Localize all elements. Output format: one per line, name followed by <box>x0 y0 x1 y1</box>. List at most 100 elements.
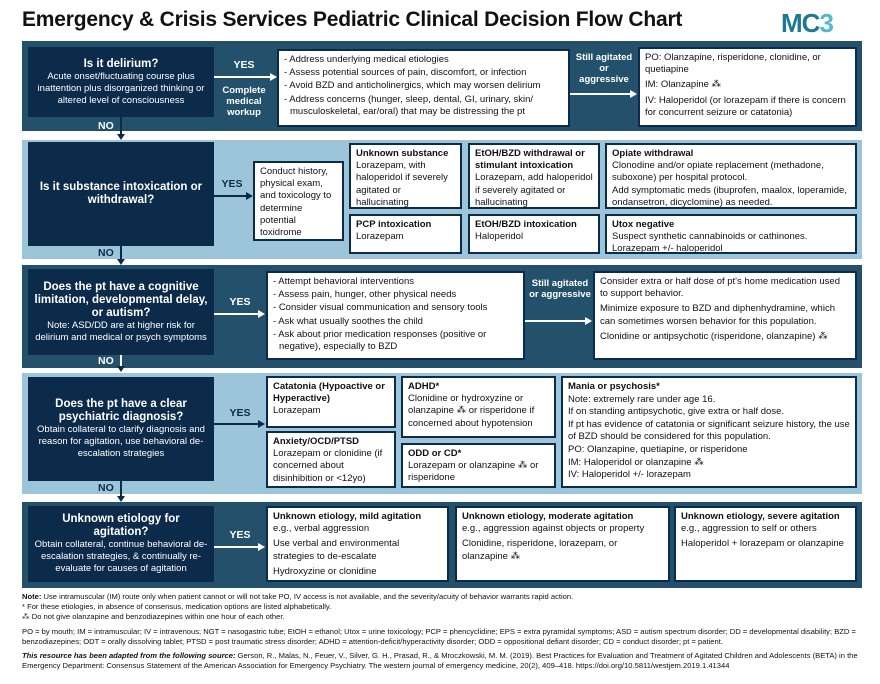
box-text: Lorazepam +/- haloperidol <box>612 243 723 255</box>
arrow-head <box>270 73 277 81</box>
question-desc: Obtain collateral, continue behavioral d… <box>34 539 208 574</box>
bullet: Assess pain, hunger, other physical need… <box>273 289 518 301</box>
question-title: Does the pt have a cognitive limitation,… <box>34 280 208 319</box>
utox-negative-box: Utox negative Suspect synthetic cannabin… <box>605 214 857 254</box>
etoh-intoxication-box: EtOH/BZD intoxication Haloperidol <box>468 214 600 254</box>
med-text: Minimize exposure to BZD and diphenhydra… <box>600 303 835 327</box>
box-text: e.g., aggression against objects or prop… <box>462 523 645 535</box>
question-title: Is it delirium? <box>83 57 159 70</box>
box-heading: EtOH/BZD withdrawal or stimulant intoxic… <box>475 148 585 172</box>
box-text: Add symptomatic meds (ibuprofen, maalox,… <box>612 184 847 208</box>
box-text: PO: Olanzapine, quetiapine, or risperido… <box>568 443 748 455</box>
bullet: Consider visual communication and sensor… <box>273 302 518 314</box>
adhd-box: ADHD* Clonidine or hydroxyzine or olanza… <box>401 376 556 438</box>
arrow-line <box>214 423 260 425</box>
box-heading: Unknown etiology, mild agitation <box>273 511 422 522</box>
arrow-line <box>525 320 587 322</box>
box-heading: ADHD* <box>408 381 440 392</box>
page-title: Emergency & Crisis Services Pediatric Cl… <box>22 8 683 31</box>
behavioral-interventions: Attempt behavioral interventions Assess … <box>266 271 525 360</box>
box-text: If pt has evidence of catatonia or signi… <box>568 418 850 443</box>
mc3-logo: MC3 <box>781 8 834 39</box>
box-text: IM: Haloperidol or olanzapine ⁂ <box>568 456 704 468</box>
arrow-head <box>258 543 265 551</box>
bullet: Ask about prior medication responses (po… <box>273 329 518 353</box>
arrow-head <box>630 90 637 98</box>
box-heading: Anxiety/OCD/PTSD <box>273 436 360 447</box>
bullet: Ask what usually soothes the child <box>273 316 518 328</box>
box-text: Clonodine and/or opiate replacement (met… <box>612 160 824 184</box>
note-label: Note: <box>22 592 42 601</box>
source-text: Gerson, R., Malas, N., Feuer, V., Silver… <box>22 651 858 671</box>
yes-label: YES <box>233 59 255 71</box>
arrow-line <box>570 93 632 95</box>
yes-label: YES <box>229 407 251 419</box>
box-heading: Unknown substance <box>356 148 449 159</box>
box-heading: Mania or psychosis* <box>568 381 660 392</box>
med-iv: IV: Haloperidol (or lorazepam if there i… <box>645 94 846 118</box>
arrow-head <box>585 317 592 325</box>
yes-label: YES <box>229 529 251 541</box>
question-delirium: Is it delirium? Acute onset/fluctuating … <box>28 47 214 117</box>
logo-text: MC <box>781 8 820 38</box>
delirium-meds: PO: Olanzapine, risperidone, clonidine, … <box>638 47 857 127</box>
workup-label: Complete medical workup <box>222 85 266 118</box>
arrow-head <box>117 259 125 265</box>
box-text: Lorazepam or clonidine (if concerned abo… <box>273 448 383 484</box>
bullet: Address concerns (hunger, sleep, dental,… <box>284 94 563 118</box>
unknown-substance-box: Unknown substance Lorazepam, with halope… <box>349 143 462 209</box>
delirium-actions: Address underlying medical etiologies As… <box>277 49 570 127</box>
no-label: NO <box>98 355 114 367</box>
question-title: Does the pt have a clear psychiatric dia… <box>55 398 187 423</box>
question-cognitive: Does the pt have a cognitive limitation,… <box>28 269 214 355</box>
arrow-line <box>214 546 260 548</box>
box-text: Lorazepam <box>273 405 321 417</box>
note-text: Use intramuscular (IM) route only when p… <box>43 592 574 601</box>
box-text: Hydroxyzine or clonidine <box>273 565 377 577</box>
arrow-head <box>258 420 265 428</box>
med-im: IM: Olanzapine ⁂ <box>645 79 722 91</box>
anxiety-box: Anxiety/OCD/PTSD Lorazepam or clonidine … <box>266 431 396 488</box>
box-text: e.g., aggression to self or others <box>681 523 817 535</box>
question-psychiatric: Does the pt have a clear psychiatric dia… <box>28 377 214 481</box>
mild-agitation-box: Unknown etiology, mild agitation e.g., v… <box>266 506 449 582</box>
question-desc: Obtain collateral to clarify diagnosis a… <box>37 424 205 459</box>
arrow-head <box>117 496 125 502</box>
med-text: Consider extra or half dose of pt's home… <box>600 276 840 300</box>
box-text: Lorazepam or olanzapine ⁂ or risperidone <box>408 460 539 484</box>
question-title: Unknown etiology for agitation? <box>62 513 180 538</box>
source-label: This resource has been adapted from the … <box>22 651 236 661</box>
question-title: Is it substance intoxication or withdraw… <box>39 181 203 206</box>
cognitive-meds: Consider extra or half dose of pt's home… <box>593 271 857 360</box>
logo-number: 3 <box>819 8 834 38</box>
arrow-line <box>120 355 122 368</box>
yes-label: YES <box>229 296 251 308</box>
med-text: Clonidine or antipsychotic (risperidone,… <box>600 330 828 342</box>
bullet: Attempt behavioral interventions <box>273 276 518 288</box>
box-text: e.g., verbal aggression <box>273 523 370 535</box>
no-label: NO <box>98 247 114 259</box>
arrow-line <box>120 481 122 497</box>
bullet: Address underlying medical etiologies <box>284 54 563 66</box>
question-desc: Note: ASD/DD are at higher risk for deli… <box>35 319 207 343</box>
box-heading: PCP intoxication <box>356 219 432 230</box>
etoh-withdrawal-box: EtOH/BZD withdrawal or stimulant intoxic… <box>468 143 600 209</box>
no-label: NO <box>98 120 114 132</box>
arrow-line <box>120 117 122 135</box>
box-heading: Unknown etiology, severe agitation <box>681 511 840 522</box>
question-substance: Is it substance intoxication or withdraw… <box>28 142 214 246</box>
box-heading: Utox negative <box>612 219 675 230</box>
box-text: Clonidine, risperidone, lorazepam, or ol… <box>462 538 618 562</box>
box-text: Suspect synthetic cannabinoids or cathin… <box>612 231 808 243</box>
arrow-head <box>117 134 125 140</box>
arrow-head <box>246 192 253 200</box>
box-text: Note: extremely rare under age 16. <box>568 393 716 405</box>
history-box: Conduct history, physical exam, and toxi… <box>253 161 344 241</box>
box-heading: Catatonia (Hypoactive or Hyperactive) <box>273 381 385 405</box>
mania-box: Mania or psychosis* Note: extremely rare… <box>561 376 857 488</box>
bullet: Avoid BZD and anticholinergics, which ma… <box>284 80 563 92</box>
box-text: Haloperidol <box>475 231 524 243</box>
question-unknown: Unknown etiology for agitation? Obtain c… <box>28 506 214 582</box>
box-text: Clonidine or hydroxyzine or olanzapine ⁂… <box>408 393 535 429</box>
arrow-head <box>117 366 125 372</box>
